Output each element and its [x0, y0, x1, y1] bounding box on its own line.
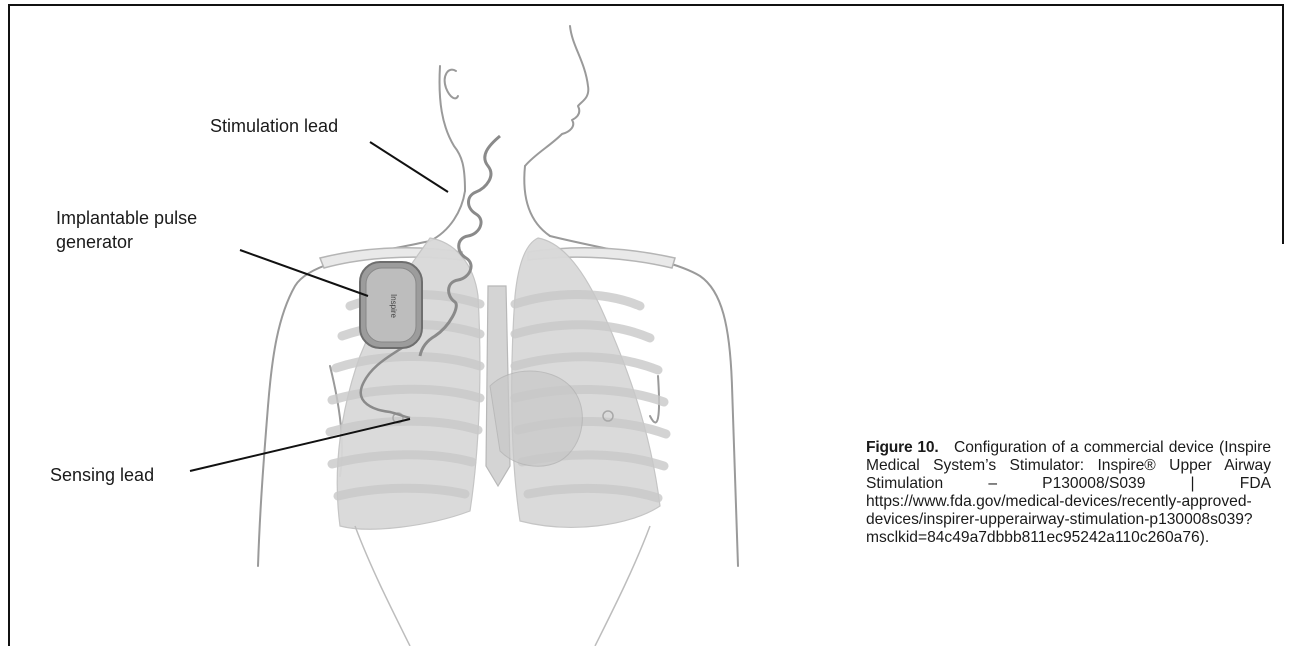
figure-frame-right-border — [1282, 4, 1284, 244]
ear-outline — [445, 70, 458, 99]
anatomical-illustration: Inspire — [10, 6, 830, 646]
jaw-outline — [525, 26, 588, 166]
device-brand-text: Inspire — [389, 294, 398, 319]
stimulation-lead-leader — [370, 142, 448, 192]
neck-left — [430, 191, 465, 241]
figure-caption: Figure 10. Configuration of a commercial… — [866, 439, 1271, 547]
heart — [490, 371, 582, 466]
figure-caption-label: Figure 10. — [866, 439, 939, 456]
neck-right — [524, 166, 550, 236]
label-stimulation-lead: Stimulation lead — [210, 114, 338, 138]
pulse-generator-device: Inspire — [360, 262, 422, 348]
label-implantable-pulse-generator: Implantable pulse generator — [56, 206, 226, 254]
head-outline — [440, 66, 465, 191]
label-sensing-lead: Sensing lead — [50, 463, 154, 487]
